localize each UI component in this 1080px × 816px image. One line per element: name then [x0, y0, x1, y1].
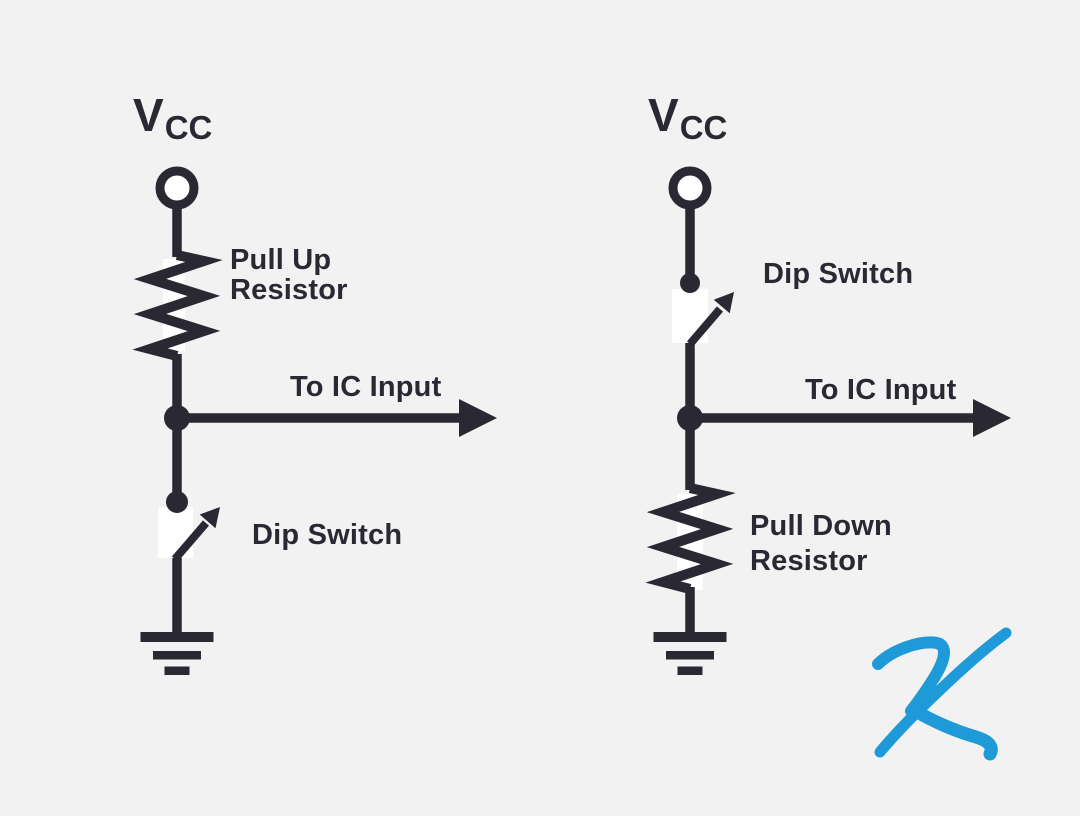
- ic-input-label-right: To IC Input: [805, 374, 957, 406]
- dip-switch-label-left: Dip Switch: [252, 519, 403, 551]
- vcc-label-main: V: [648, 89, 679, 141]
- pulldown-resistor-label: Pull Down Resistor: [750, 510, 892, 577]
- dip-switch-icon: [686, 292, 734, 347]
- ground-icon: [140, 632, 214, 675]
- vcc-label-main: V: [133, 89, 164, 141]
- pullup-resistor-label: Pull Up Resistor: [230, 244, 348, 306]
- vcc-label-right: VCC: [648, 89, 727, 144]
- switch-lever: [686, 306, 724, 347]
- ic-input-label-left: To IC Input: [290, 371, 442, 403]
- vcc-label-left: VCC: [133, 89, 212, 144]
- switch-arrowhead: [713, 292, 734, 314]
- vcc-label-subscript: CC: [679, 109, 728, 146]
- switch-terminal-dot: [680, 273, 700, 293]
- switch-highlight: [158, 507, 193, 558]
- pullup-resistor-icon: [132, 250, 223, 361]
- switch-terminal-dot: [166, 491, 188, 513]
- vcc-label-subscript: CC: [164, 109, 213, 146]
- switch-arrowhead: [199, 507, 220, 529]
- pullup-circuit: [132, 166, 497, 675]
- vcc-terminal-icon: [155, 166, 199, 210]
- vcc-terminal-icon: [668, 166, 712, 210]
- dip-switch-label-right: Dip Switch: [763, 258, 914, 290]
- pulldown-circuit: [645, 166, 1011, 675]
- ic-input-arrowhead-icon: [459, 399, 497, 437]
- ic-input-arrowhead-icon: [973, 399, 1011, 437]
- pulldown-resistor-icon: [645, 483, 736, 594]
- ground-icon: [653, 632, 727, 675]
- signature-k-icon: [872, 627, 1012, 761]
- switch-lever: [171, 520, 210, 562]
- dip-switch-icon: [171, 507, 220, 562]
